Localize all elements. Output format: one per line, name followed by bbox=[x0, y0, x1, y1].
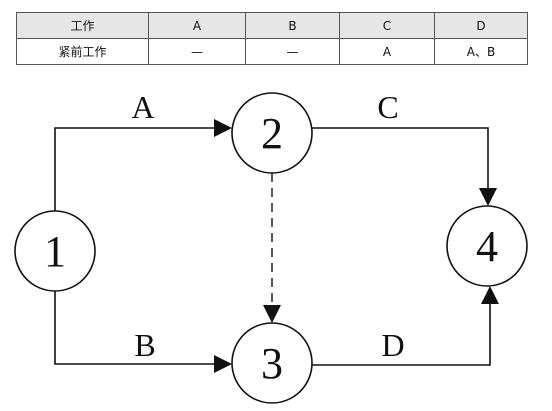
node-1-circle bbox=[14, 210, 96, 292]
table-cell-predecessor-b: — bbox=[245, 38, 340, 65]
node-4-circle bbox=[446, 205, 528, 287]
edge-c-arrowhead bbox=[479, 188, 497, 206]
table-cell-task-heading: 工作 bbox=[16, 12, 149, 39]
edge-c-label: C bbox=[377, 89, 398, 125]
node-4-label: 4 bbox=[476, 222, 498, 271]
table-cell-predecessor-a: — bbox=[148, 38, 246, 65]
node-2-label: 2 bbox=[261, 109, 283, 158]
node-3: 3 bbox=[231, 322, 313, 404]
table-cell-predecessor-c: A bbox=[339, 38, 435, 65]
edge-d-label: D bbox=[381, 327, 404, 363]
edge-d-arrowhead bbox=[481, 286, 499, 304]
table-header-row: 工作 A B C D bbox=[16, 12, 528, 39]
predecessor-table: 工作 A B C D 紧前工作 — — A A、B bbox=[16, 12, 528, 65]
table-predecessor-row: 紧前工作 — — A A、B bbox=[16, 38, 528, 65]
edge-a-arrowhead bbox=[214, 119, 232, 137]
edge-b-line bbox=[54, 291, 216, 365]
edge-a-label: A bbox=[131, 89, 154, 125]
node-1-label: 1 bbox=[44, 227, 66, 276]
node-2-circle bbox=[231, 92, 313, 174]
edge-c-line bbox=[312, 127, 489, 190]
edge-b-label: B bbox=[134, 327, 155, 363]
edge-b-arrowhead bbox=[214, 355, 232, 373]
table-cell-task-b: B bbox=[245, 12, 340, 39]
table-cell-task-d: D bbox=[434, 12, 528, 39]
edge-a-line bbox=[54, 127, 216, 211]
node-3-label: 3 bbox=[261, 339, 283, 388]
table-cell-task-c: C bbox=[339, 12, 435, 39]
table-cell-predecessor-heading: 紧前工作 bbox=[16, 38, 149, 65]
dummy-edge-arrowhead bbox=[263, 305, 281, 323]
node-2: 2 bbox=[231, 92, 313, 174]
edge-d-line bbox=[312, 302, 491, 366]
node-4: 4 bbox=[446, 205, 528, 287]
node-3-circle bbox=[231, 322, 313, 404]
table-cell-predecessor-d: A、B bbox=[434, 38, 528, 65]
node-1: 1 bbox=[14, 210, 96, 292]
